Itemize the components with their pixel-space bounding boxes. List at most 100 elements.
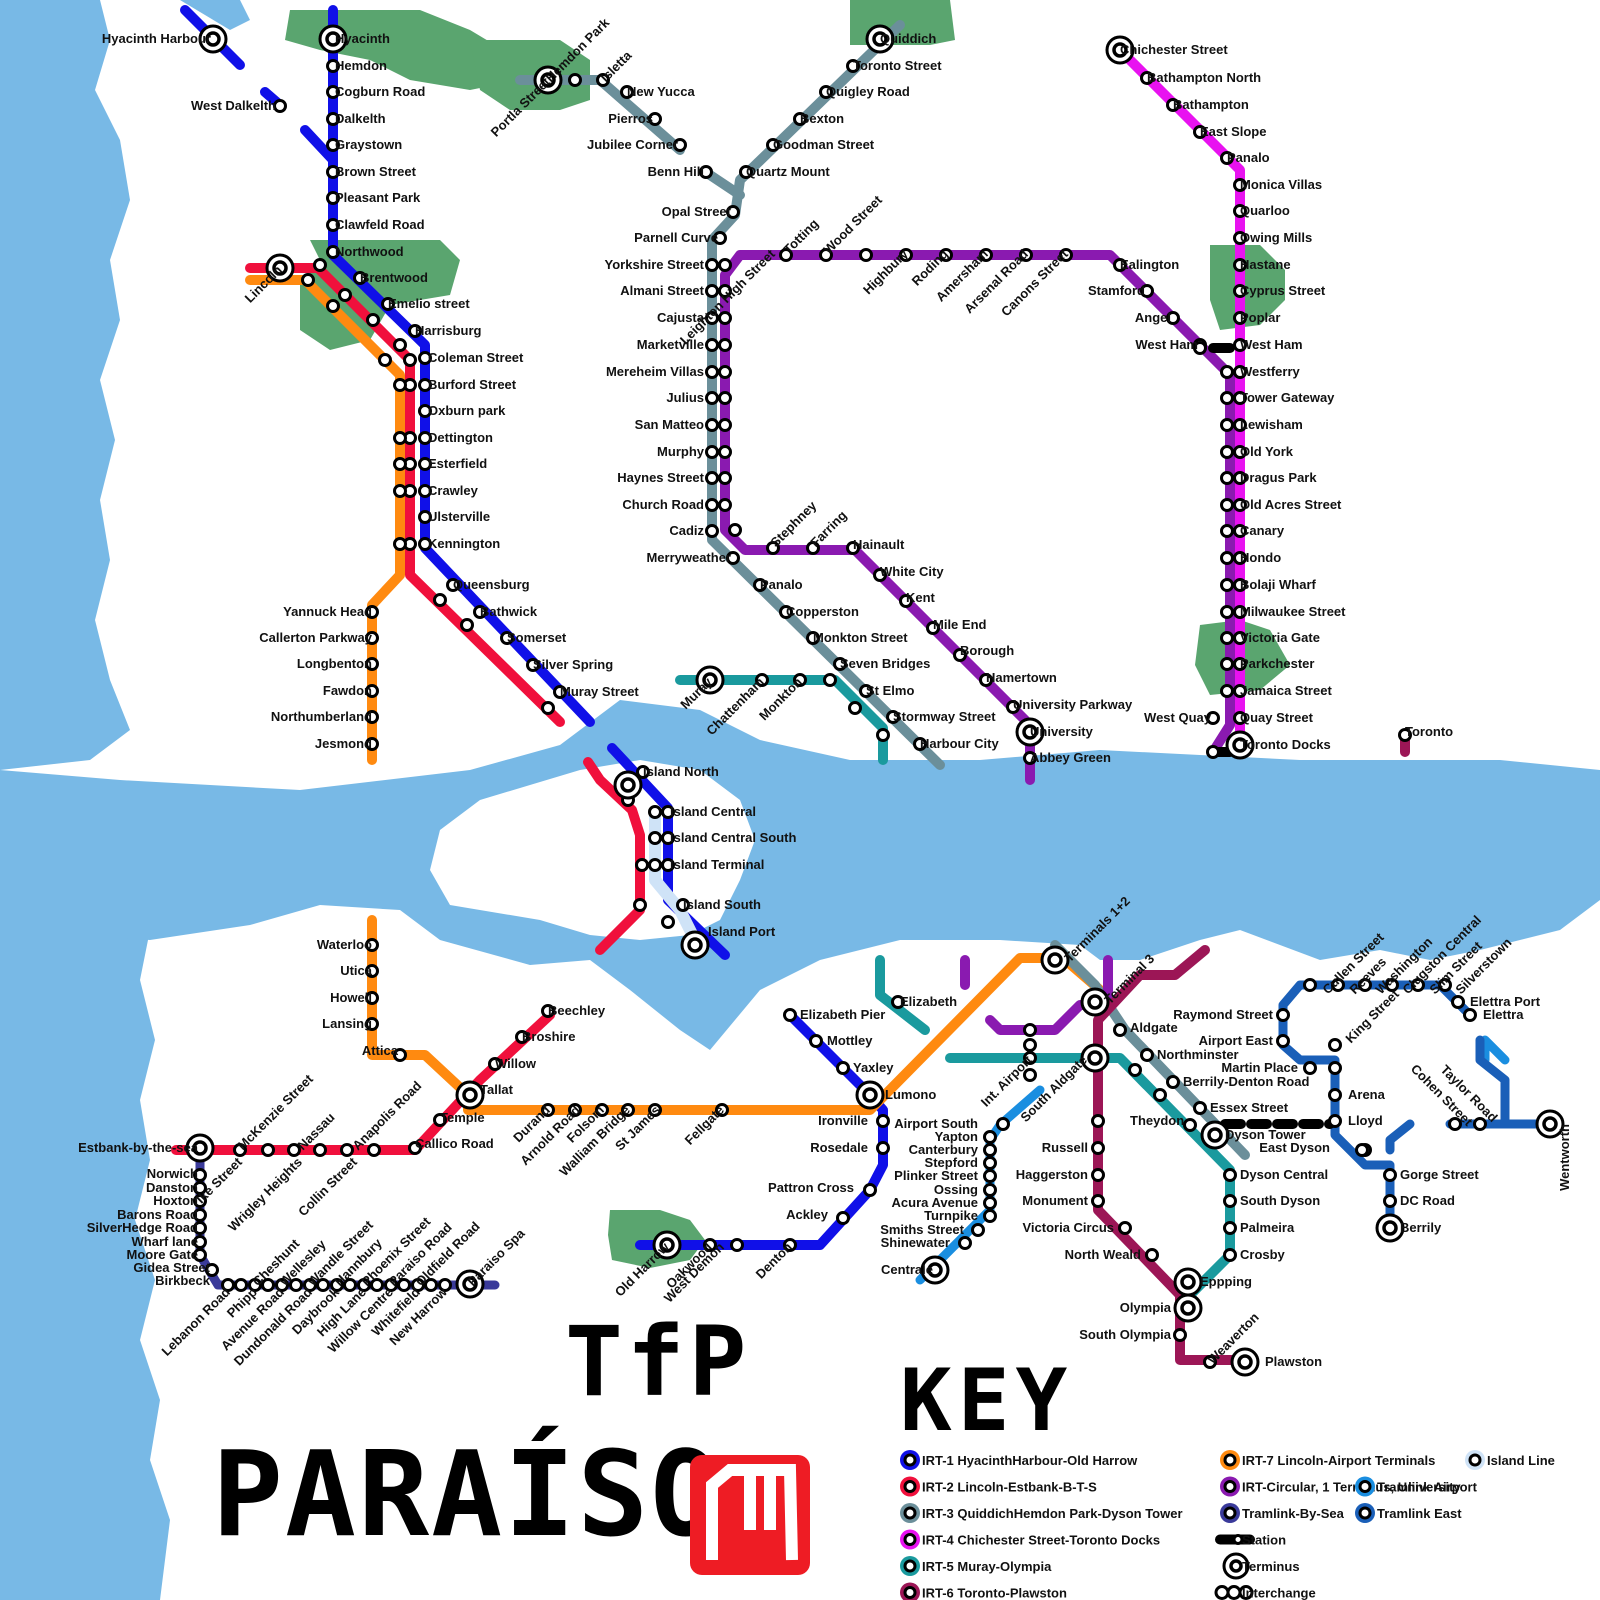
station-dot[interactable] — [705, 524, 719, 538]
station-dot[interactable] — [1145, 1248, 1159, 1262]
station-dot[interactable] — [1173, 1328, 1187, 1342]
station-dot[interactable] — [418, 404, 432, 418]
station-dot[interactable] — [648, 805, 662, 819]
station-dot[interactable] — [819, 248, 833, 262]
station-dot[interactable] — [1276, 1008, 1290, 1022]
station-dot[interactable] — [705, 258, 719, 272]
station-dot[interactable] — [1411, 978, 1425, 992]
station-dot[interactable] — [365, 991, 379, 1005]
station-dot[interactable] — [193, 1235, 207, 1249]
station-dot[interactable] — [958, 1236, 972, 1250]
station-dot[interactable] — [326, 218, 340, 232]
station-dot[interactable] — [1019, 248, 1033, 262]
station-dot[interactable] — [1206, 711, 1220, 725]
station-dot[interactable] — [873, 568, 887, 582]
station-dot[interactable] — [1113, 1023, 1127, 1037]
station-dot[interactable] — [433, 593, 447, 607]
station-dot[interactable] — [1140, 71, 1154, 85]
station-dot[interactable] — [418, 457, 432, 471]
station-dot[interactable] — [971, 1223, 985, 1237]
station-dot[interactable] — [1220, 605, 1234, 619]
station-dot[interactable] — [1233, 471, 1247, 485]
station-dot[interactable] — [384, 1278, 398, 1292]
station-dot[interactable] — [699, 165, 713, 179]
station-dot[interactable] — [365, 684, 379, 698]
station-dot[interactable] — [1059, 248, 1073, 262]
station-dot[interactable] — [718, 445, 732, 459]
station-dot[interactable] — [718, 418, 732, 432]
station-dot[interactable] — [365, 657, 379, 671]
station-dot[interactable] — [1140, 1048, 1154, 1062]
station-dot[interactable] — [718, 471, 732, 485]
station-dot[interactable] — [705, 338, 719, 352]
station-dot[interactable] — [728, 523, 742, 537]
station-dot[interactable] — [983, 1209, 997, 1223]
station-dot[interactable] — [983, 1156, 997, 1170]
station-dot[interactable] — [1128, 1063, 1142, 1077]
station-dot[interactable] — [996, 1117, 1010, 1131]
station-dot[interactable] — [1303, 1061, 1317, 1075]
station-dot[interactable] — [1220, 365, 1234, 379]
station-dot[interactable] — [408, 324, 422, 338]
station-dot[interactable] — [418, 351, 432, 365]
station-dot[interactable] — [326, 138, 340, 152]
station-dot[interactable] — [393, 484, 407, 498]
station-dot[interactable] — [661, 915, 675, 929]
station-dot[interactable] — [193, 1168, 207, 1182]
station-dot[interactable] — [876, 1141, 890, 1155]
station-dot[interactable] — [1220, 578, 1234, 592]
station-dot[interactable] — [261, 1143, 275, 1157]
station-dot[interactable] — [705, 418, 719, 432]
station-dot[interactable] — [1328, 1038, 1342, 1052]
station-dot[interactable] — [326, 85, 340, 99]
station-dot[interactable] — [1220, 551, 1234, 565]
station-dot[interactable] — [863, 1183, 877, 1197]
station-dot[interactable] — [393, 537, 407, 551]
station-dot[interactable] — [926, 621, 940, 635]
station-dot[interactable] — [1233, 231, 1247, 245]
station-dot[interactable] — [193, 1181, 207, 1195]
station-dot[interactable] — [705, 284, 719, 298]
station-dot[interactable] — [526, 658, 540, 672]
station-dot[interactable] — [1233, 365, 1247, 379]
station-dot[interactable] — [234, 1278, 248, 1292]
station-dot[interactable] — [393, 457, 407, 471]
station-dot[interactable] — [1183, 1118, 1197, 1132]
station-dot[interactable] — [730, 1238, 744, 1252]
station-dot[interactable] — [806, 631, 820, 645]
station-dot[interactable] — [411, 1278, 425, 1292]
station-dot[interactable] — [397, 1278, 411, 1292]
station-dot[interactable] — [1383, 1168, 1397, 1182]
station-dot[interactable] — [1233, 445, 1247, 459]
station-dot[interactable] — [766, 138, 780, 152]
station-dot[interactable] — [365, 737, 379, 751]
station-dot[interactable] — [367, 1143, 381, 1157]
station-dot[interactable] — [891, 995, 905, 1009]
station-dot[interactable] — [1023, 751, 1037, 765]
station-dot[interactable] — [568, 1103, 582, 1117]
station-dot[interactable] — [1113, 258, 1127, 272]
station-dot[interactable] — [648, 831, 662, 845]
station-dot[interactable] — [1203, 1355, 1217, 1369]
station-dot[interactable] — [343, 1278, 357, 1292]
station-dot[interactable] — [553, 685, 567, 699]
station-dot[interactable] — [779, 248, 793, 262]
station-dot[interactable] — [1023, 1023, 1037, 1037]
station-dot[interactable] — [703, 1238, 717, 1252]
station-dot[interactable] — [541, 1004, 555, 1018]
station-dot[interactable] — [859, 248, 873, 262]
station-dot[interactable] — [819, 85, 833, 99]
station-dot[interactable] — [1233, 258, 1247, 272]
station-dot[interactable] — [823, 673, 837, 687]
station-dot[interactable] — [541, 1103, 555, 1117]
station-dot[interactable] — [713, 231, 727, 245]
station-dot[interactable] — [1023, 1068, 1037, 1082]
station-dot[interactable] — [1091, 1168, 1105, 1182]
station-dot[interactable] — [766, 541, 780, 555]
station-dot[interactable] — [783, 1008, 797, 1022]
station-dot[interactable] — [899, 248, 913, 262]
station-dot[interactable] — [1166, 311, 1180, 325]
station-dot[interactable] — [899, 594, 913, 608]
station-dot[interactable] — [568, 73, 582, 87]
station-dot[interactable] — [446, 578, 460, 592]
